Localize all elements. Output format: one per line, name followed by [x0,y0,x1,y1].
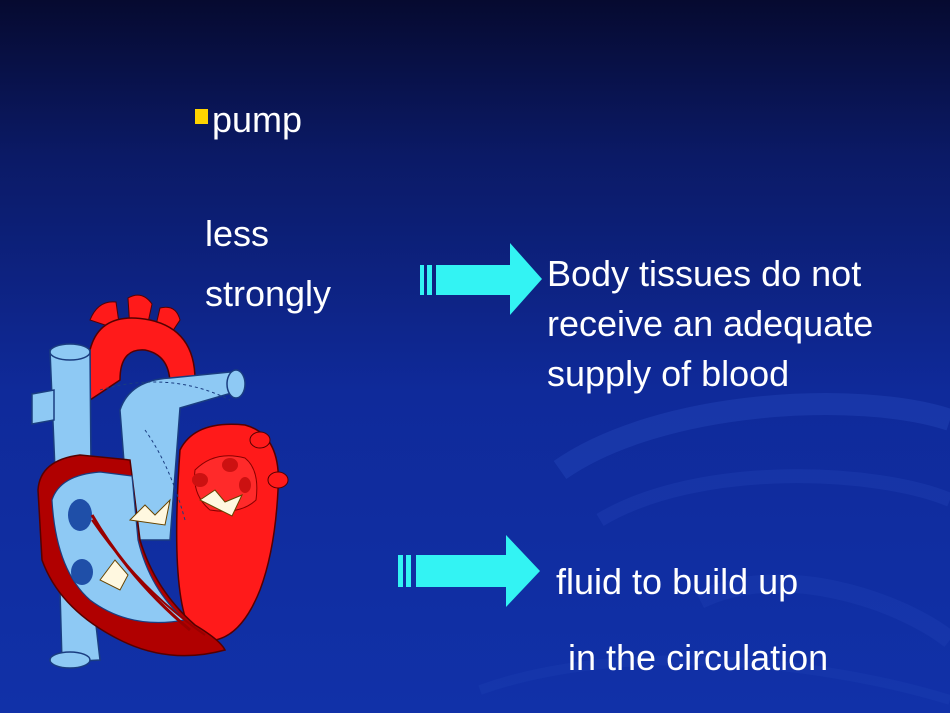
heart-illustration [31,294,289,669]
left-line-2: strongly [205,273,332,314]
arrow-1-line-3: supply of blood [547,353,790,394]
arrow-2-line-1: fluid to build up [556,561,799,602]
right-arrow-icon [398,535,540,607]
right-arrow-icon [420,243,542,315]
arrow-1-line-1: Body tissues do not [547,253,862,294]
arrow-1-line-2: receive an adequate [547,303,874,344]
arrow-2-line-2: in the circulation [568,637,829,678]
bullet-square-icon [195,109,208,124]
left-line-1: less [205,213,270,254]
bullet-text: pump [212,99,303,140]
